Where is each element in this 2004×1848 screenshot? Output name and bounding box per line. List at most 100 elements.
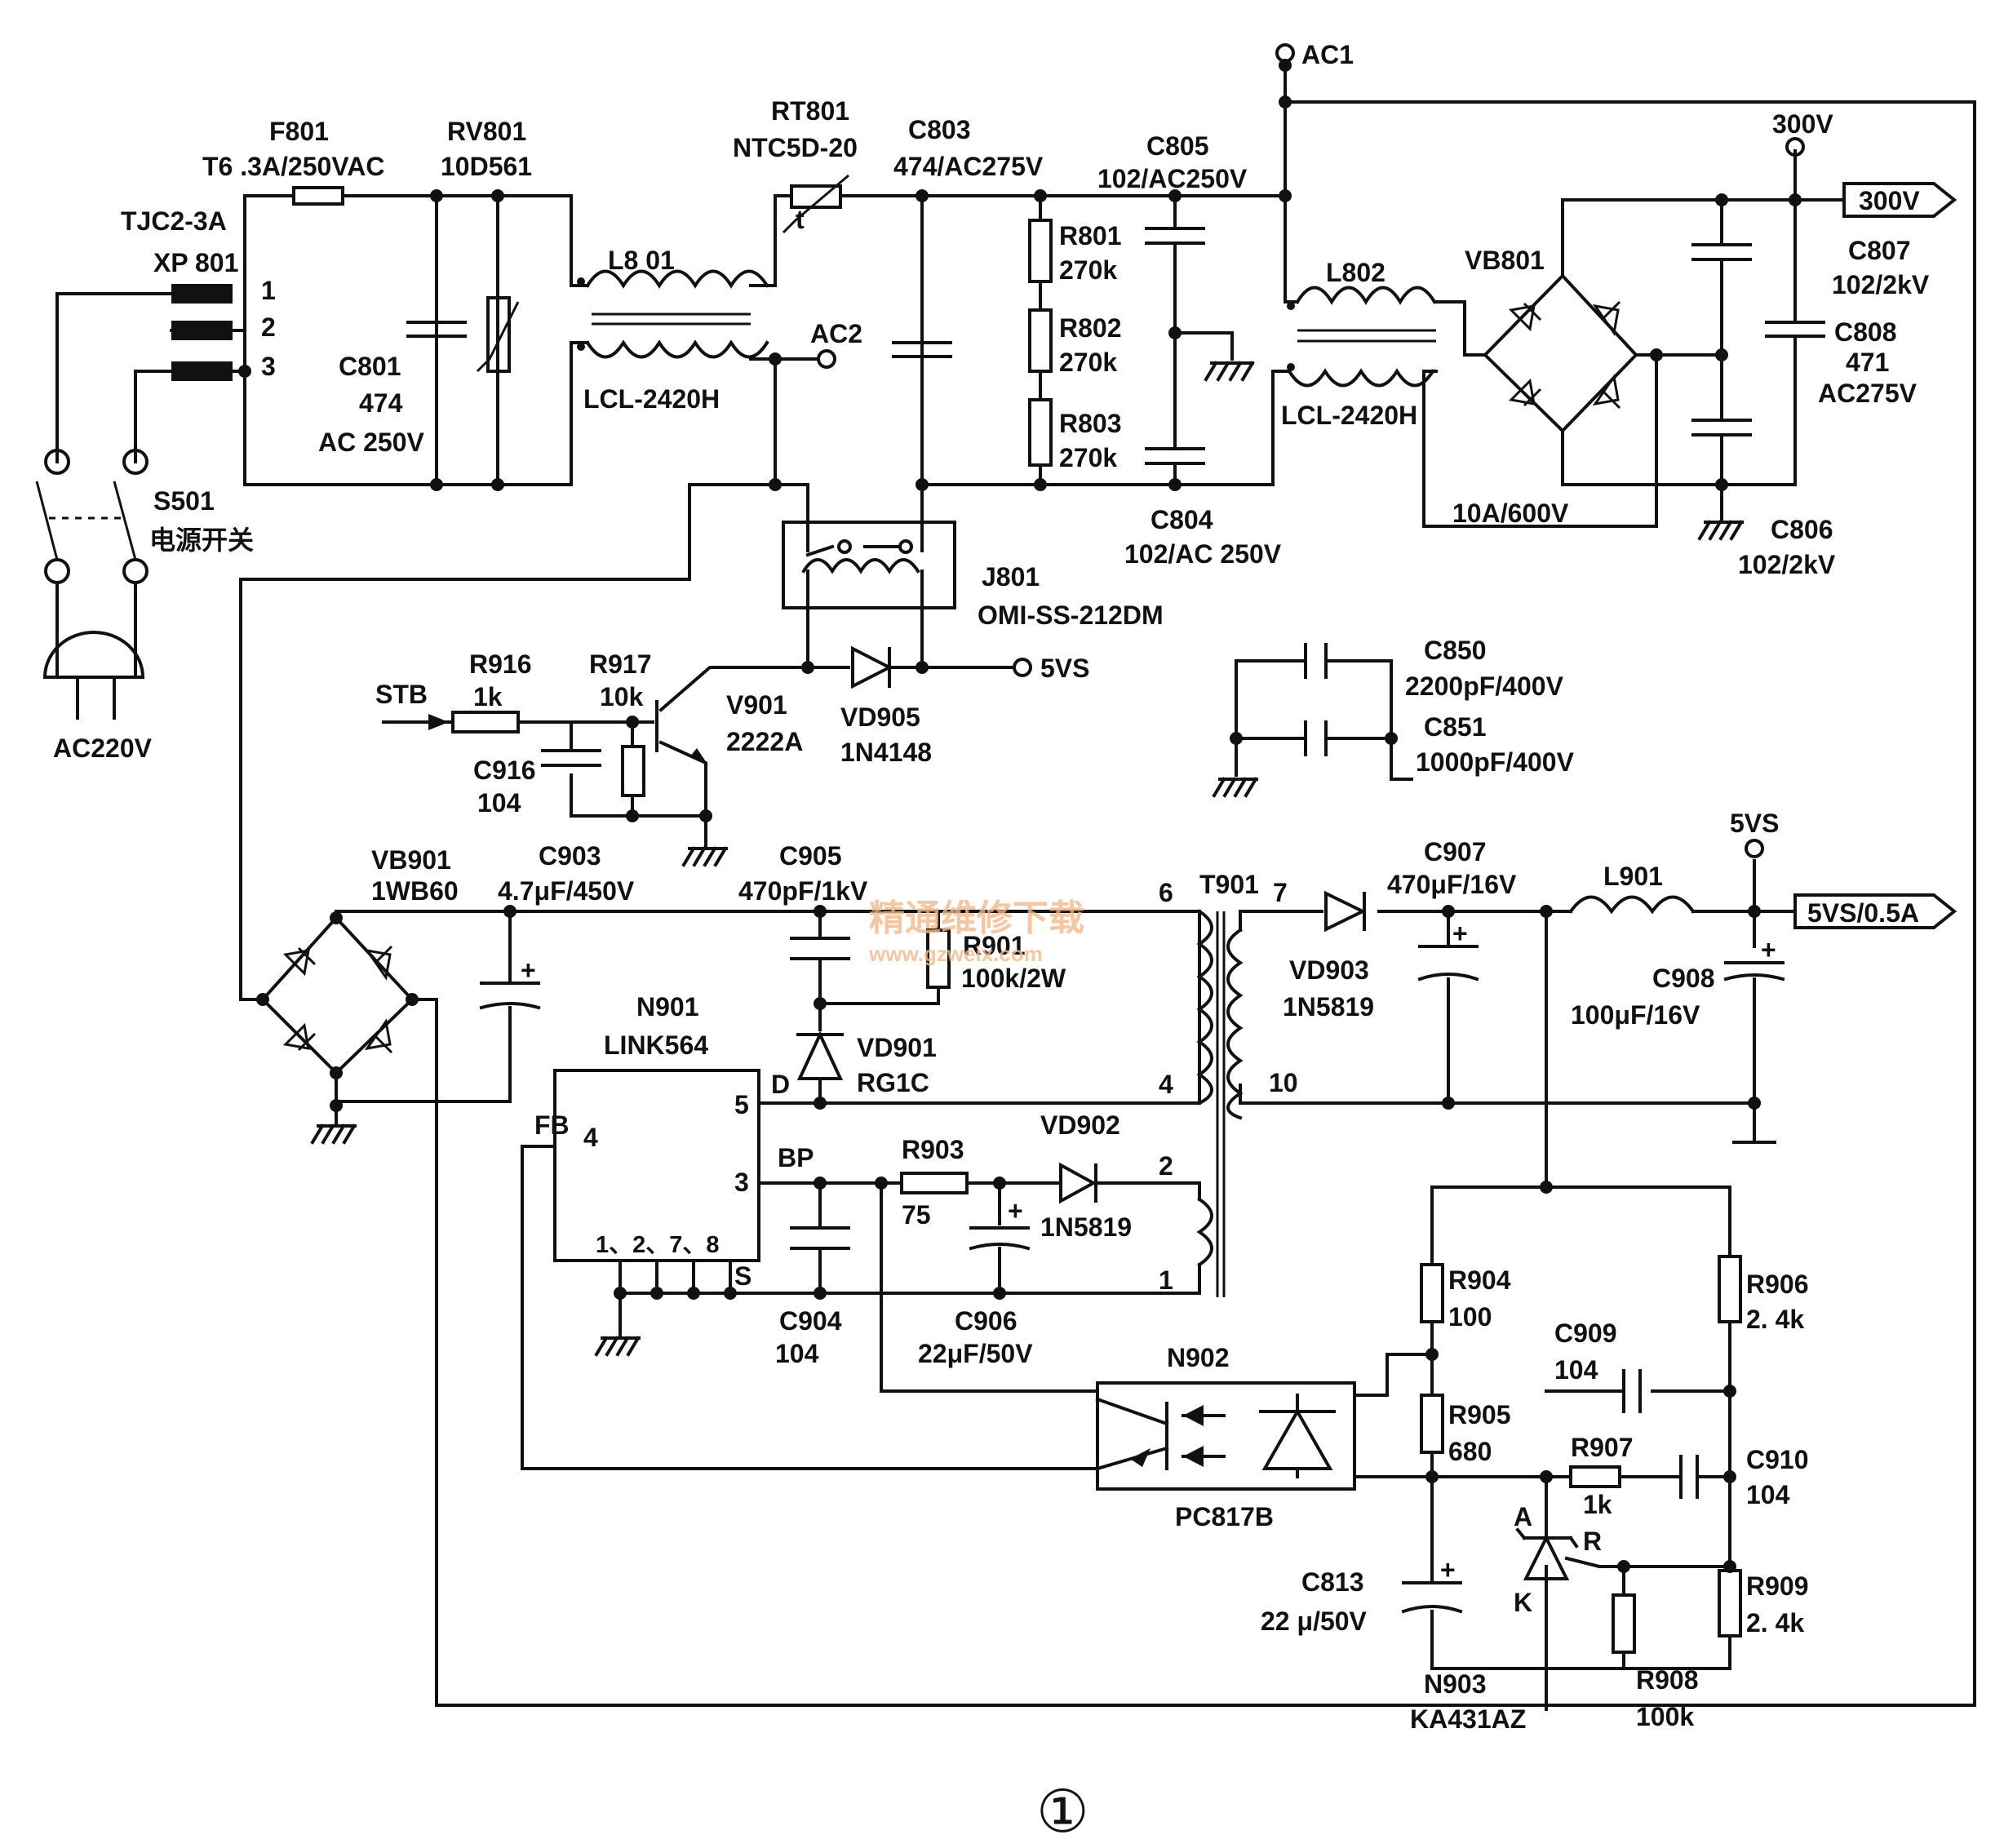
junction-dot	[769, 352, 782, 366]
plus-c907: +	[1452, 919, 1468, 948]
label-r904-val: 100	[1448, 1302, 1492, 1332]
figure-number: ①	[1036, 1777, 1089, 1846]
label-c850: C850	[1424, 636, 1487, 665]
capacitor-c910	[1679, 1455, 1699, 1499]
label-ac1: AC1	[1301, 40, 1354, 69]
label-f801-val: T6 .3A/250VAC	[202, 152, 385, 181]
stb-arrow	[382, 714, 449, 730]
resistors-r801-r803	[1028, 219, 1053, 467]
resistor-r916	[451, 711, 520, 733]
label-r909: R909	[1746, 1571, 1809, 1601]
junction-dot	[724, 1287, 737, 1300]
label-c851: C851	[1424, 712, 1487, 742]
label-t-pin4: 4	[1159, 1070, 1173, 1099]
junction-dot	[1279, 95, 1292, 109]
label-pin2: 2	[261, 312, 276, 342]
plus-c908: +	[1761, 935, 1776, 964]
junction-dot	[1442, 905, 1455, 918]
label-pin-fb: FB	[534, 1110, 570, 1140]
junction-dot	[1748, 905, 1761, 918]
junction-dot	[1748, 1097, 1761, 1110]
label-v901: V901	[726, 690, 787, 720]
label-r909-val: 2. 4k	[1746, 1608, 1804, 1637]
label-r908: R908	[1636, 1665, 1699, 1695]
label-vd903-val: 1N5819	[1283, 992, 1374, 1021]
label-r906: R906	[1746, 1270, 1809, 1299]
label-c806-val: 102/2kV	[1738, 550, 1836, 579]
capacitors-c850-c851	[1304, 643, 1328, 756]
label-a: A	[1514, 1502, 1532, 1531]
junction-dot	[814, 905, 827, 918]
terminal-5vs-node	[1745, 839, 1764, 858]
label-c910-val: 104	[1746, 1480, 1790, 1509]
label-r: R	[1583, 1527, 1602, 1556]
label-ac220: AC220V	[53, 733, 153, 763]
plug-icon	[35, 449, 149, 720]
label-pin-bp: BP	[778, 1143, 814, 1172]
capacitor-c909	[1622, 1369, 1642, 1413]
junction-dot	[1540, 905, 1553, 918]
junction-dot	[1425, 1470, 1439, 1483]
junction-dot	[1650, 348, 1663, 361]
ground-icon	[1204, 361, 1255, 382]
label-rt-t: t	[796, 205, 805, 234]
junction-dot	[1168, 326, 1182, 339]
label-c801-val: 474	[359, 388, 403, 418]
capacitor-c801-icon	[406, 321, 467, 338]
junction-dot	[687, 1287, 700, 1300]
watermark-cn: 精通维修下载	[869, 897, 1084, 939]
label-c909: C909	[1554, 1318, 1617, 1348]
label-c808-val2: AC275V	[1818, 379, 1918, 408]
resistor-r917	[621, 745, 645, 797]
terminal-5vs-top	[1013, 658, 1032, 677]
ic-n901-link564	[553, 1069, 760, 1262]
label-k: K	[1514, 1588, 1532, 1617]
label-c805-val: 102/AC250V	[1097, 164, 1248, 193]
resistor-r907	[1569, 1465, 1621, 1488]
label-c906-val: 22μF/50V	[918, 1339, 1033, 1368]
label-c904: C904	[779, 1306, 842, 1336]
label-c903: C903	[539, 841, 601, 871]
label-pin-4: 4	[583, 1123, 598, 1152]
label-vd902: VD902	[1040, 1110, 1120, 1140]
label-rt801-val: NTC5D-20	[733, 133, 858, 162]
capacitor-c813	[1401, 1581, 1463, 1614]
ground-icon	[594, 1336, 641, 1357]
transformer-t901-icon	[1196, 909, 1244, 1297]
label-vd905: VD905	[840, 702, 920, 732]
label-s501: S501	[153, 486, 215, 516]
resistor-r908	[1612, 1593, 1636, 1654]
label-c804: C804	[1151, 505, 1213, 534]
junction-dot	[1034, 189, 1047, 202]
junction-dot	[1715, 478, 1728, 491]
resistor-r803	[1028, 398, 1053, 467]
label-r803-val: 270k	[1059, 443, 1117, 472]
junction-dot	[1540, 1181, 1553, 1194]
label-t-pin6: 6	[1159, 878, 1173, 907]
label-c850-val: 2200pF/400V	[1405, 671, 1564, 701]
label-c907: C907	[1424, 837, 1487, 866]
label-power-switch: 电源开关	[149, 525, 254, 555]
junction-dot	[1230, 732, 1243, 745]
junction-dot	[1385, 732, 1398, 745]
junction-dot	[330, 1099, 343, 1112]
junction-dot	[626, 809, 639, 822]
label-c804-val: 102/AC 250V	[1124, 539, 1282, 569]
junction-dot	[626, 716, 639, 729]
label-t-pin2: 2	[1159, 1151, 1173, 1181]
label-c813-val: 22 μ/50V	[1261, 1606, 1368, 1636]
label-c916: C916	[473, 756, 536, 785]
label-j801-val: OMI-SS-212DM	[978, 600, 1164, 630]
junction-dot	[699, 809, 712, 822]
label-pin-gnd: 1、2、7、8	[596, 1232, 720, 1258]
label-vd901: VD901	[857, 1033, 937, 1062]
capacitor-c916	[541, 749, 601, 767]
junction-dot	[650, 1287, 663, 1300]
resistor-r904	[1420, 1263, 1444, 1323]
junction-dot	[1617, 1560, 1630, 1573]
connector-xp801-icon	[170, 284, 246, 381]
label-c904-val: 104	[775, 1339, 819, 1368]
label-r901-val: 100k/2W	[961, 964, 1066, 993]
resistor-r906	[1718, 1255, 1742, 1323]
label-c909-val: 104	[1554, 1355, 1598, 1385]
